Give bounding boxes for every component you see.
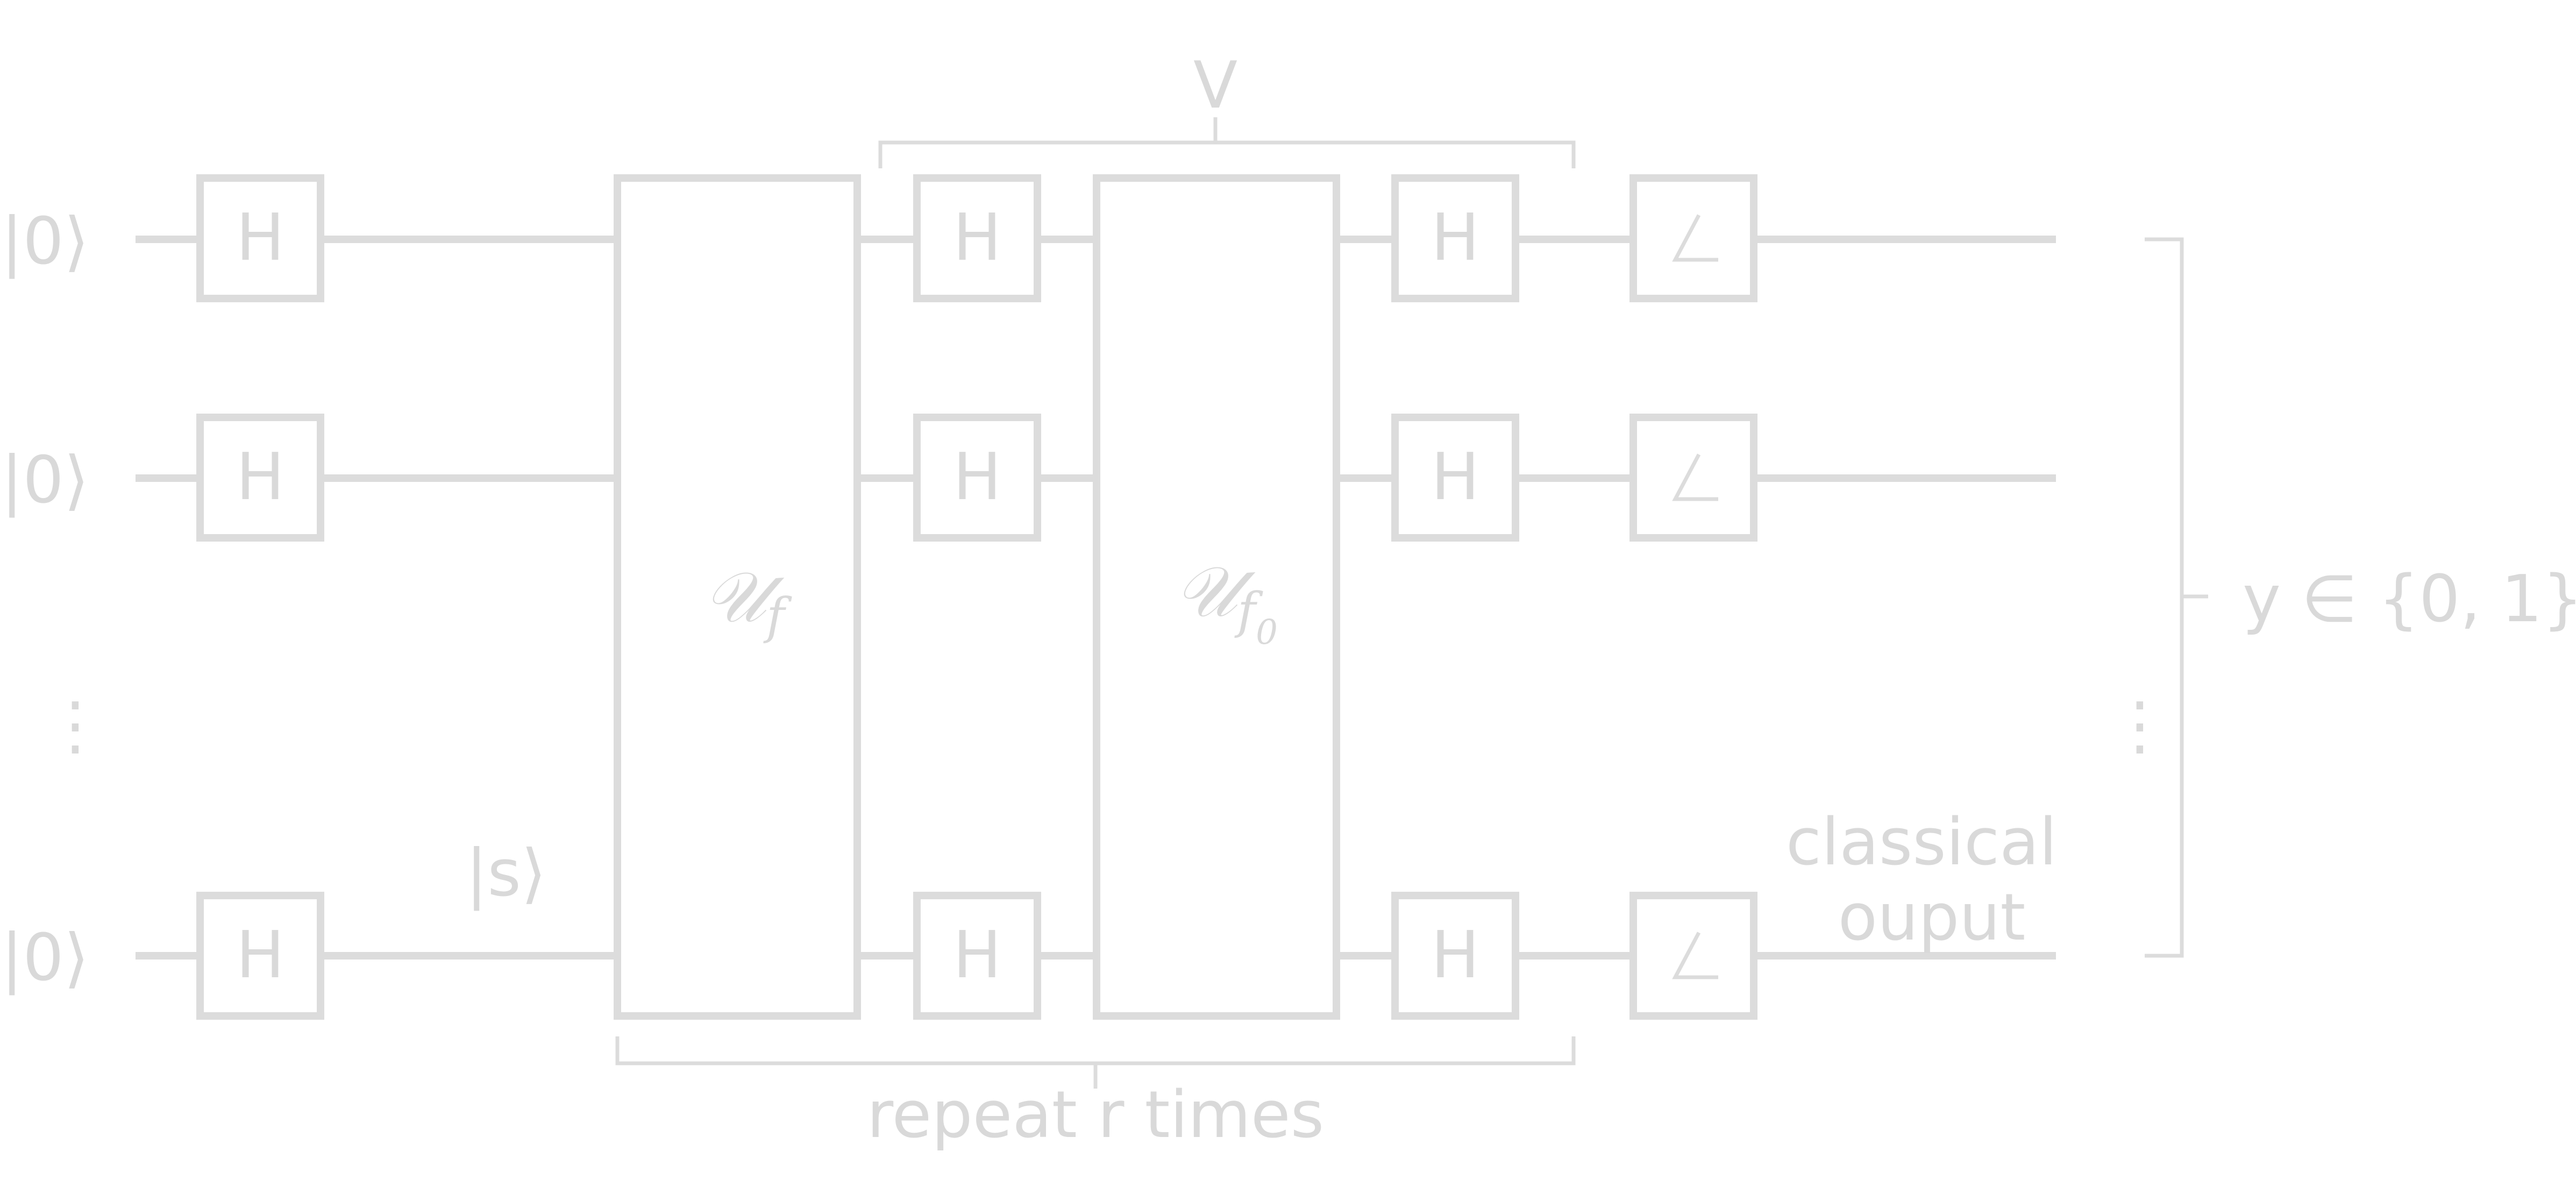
repeat-label: repeat r times <box>867 1078 1324 1153</box>
input-ket-n: |0⟩ <box>1 921 89 996</box>
measure-angle-icon <box>1672 214 1718 262</box>
state-s-label: |s⟩ <box>466 836 546 911</box>
hadamard-gate: H <box>913 892 1041 1020</box>
output-set: y ∈ {0, 1} <box>2243 562 2576 637</box>
v-bracket <box>878 117 1576 168</box>
svg-text:H: H <box>1431 918 1479 993</box>
measurement-gate <box>1629 174 1757 302</box>
svg-text:H: H <box>236 201 284 275</box>
svg-text:H: H <box>236 440 284 515</box>
oracle-uf-gate: 𝒰f <box>614 174 861 1020</box>
input-ket-1: |0⟩ <box>1 204 89 279</box>
hadamard-gate: H <box>1391 414 1519 542</box>
hadamard-gate: H <box>913 414 1041 542</box>
v-label: V <box>1193 48 1237 123</box>
hadamard-gate: H <box>1391 174 1519 302</box>
measure-angle-icon <box>1672 932 1718 979</box>
classical-output-line-1: classical <box>1786 805 2057 880</box>
input-ket-2: |0⟩ <box>1 443 89 518</box>
oracle-sub-subscript: 0 <box>1256 613 1278 652</box>
measure-angle-icon <box>1672 453 1718 501</box>
hadamard-gate: H <box>1391 892 1519 1020</box>
measurement-gate <box>1629 414 1757 542</box>
repeat-bracket <box>615 1036 1576 1089</box>
vertical-ellipsis-right: ⋮ <box>2108 688 2172 763</box>
svg-text:H: H <box>1431 440 1479 515</box>
svg-text:H: H <box>1431 201 1479 275</box>
hadamard-gate: H <box>196 892 324 1020</box>
svg-text:H: H <box>953 201 1001 275</box>
svg-text:H: H <box>953 918 1001 993</box>
classical-output-label: classical ouput <box>1786 805 2077 955</box>
hadamard-gate: H <box>913 174 1041 302</box>
oracle-uf0-gate: 𝒰f0 <box>1093 174 1340 1020</box>
svg-text:H: H <box>236 918 284 993</box>
output-set-label: y ∈ {0, 1}n <box>2243 551 2576 637</box>
hadamard-gate: H <box>196 174 324 302</box>
vertical-ellipsis-left: ⋮ <box>43 688 108 763</box>
measurement-gate <box>1629 892 1757 1020</box>
svg-text:H: H <box>953 440 1001 515</box>
classical-output-line-2: ouput <box>1838 880 2026 955</box>
output-bracket <box>2145 237 2208 958</box>
hadamard-gate: H <box>196 414 324 542</box>
